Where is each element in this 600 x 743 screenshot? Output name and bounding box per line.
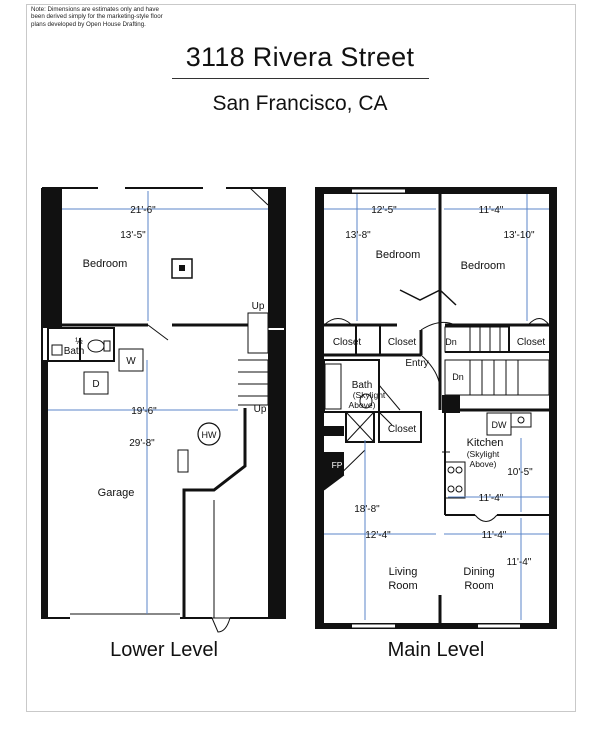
washer-label: W (126, 356, 136, 367)
room-label-bath: Bath (352, 380, 373, 391)
water-heater-label: HW (202, 430, 217, 440)
room-label-closet-left: Closet (333, 337, 362, 348)
room-label-entry: Entry (405, 358, 428, 369)
lower-level-plan (41, 186, 286, 633)
dim-dining-width: 11'-4" (482, 530, 507, 541)
room-label-half-bath: Bath (64, 346, 85, 357)
main-level-caption: Main Level (388, 639, 485, 661)
room-label-bedroom-right: Bedroom (461, 260, 506, 272)
main-level-labels: Bedroom Bedroom Closet Closet Closet Clo… (332, 205, 546, 592)
dim-bedroom-depth: 13'-5" (120, 230, 146, 241)
room-label-closet-hall: Closet (388, 424, 417, 435)
main-level-dimension-lines (324, 194, 549, 620)
dim-bedroom-width: 21'-6" (130, 205, 156, 216)
room-label-bath-skylight-1: (Skylight (353, 390, 386, 400)
page-title: 3118 Rivera Street (185, 42, 415, 72)
dim-bedroom-left-width: 12'-5" (371, 205, 397, 216)
dim-bedroom-left-depth: 13'-8" (345, 230, 371, 241)
stairs-dn-label-upper: Dn (445, 337, 457, 347)
fireplace-label: FP (332, 460, 343, 470)
dim-garage-depth: 29'-8" (129, 438, 155, 449)
room-label-closet-center: Closet (388, 337, 417, 348)
sheet-frame (26, 4, 576, 712)
dim-kitchen-depth: 10'-5" (507, 467, 533, 478)
lower-level-caption: Lower Level (110, 639, 218, 661)
dishwasher-label: DW (492, 420, 507, 430)
stairs-dn-label-lower: Dn (452, 372, 464, 382)
room-label-living-1: Living (389, 566, 418, 578)
dim-kitchen-width: 11'-4" (479, 493, 504, 504)
title-underline (172, 78, 429, 79)
room-label-kitchen-skylight-2: Above) (470, 459, 497, 469)
dim-bedroom-right-depth: 13'-10" (503, 230, 534, 241)
room-label-bath-skylight-2: Above) (349, 400, 376, 410)
stairs-up-label-mid: Up (254, 404, 267, 415)
room-label-garage: Garage (98, 487, 135, 499)
dim-bedroom-right-width: 11'-4" (479, 205, 504, 216)
dim-living-width: 12'-4" (365, 530, 391, 541)
page-subtitle: San Francisco, CA (212, 92, 388, 115)
dim-garage-width: 19'-6" (131, 406, 157, 417)
disclaimer-note: Note: Dimensions are estimates only and … (31, 6, 163, 28)
dryer-label: D (92, 379, 99, 390)
room-label-closet-right: Closet (517, 337, 546, 348)
dim-living-depth: 18'-8" (354, 504, 380, 515)
dim-dining-depth: 11'-4" (507, 557, 532, 568)
main-level-plan (315, 187, 557, 629)
room-label-dining-2: Room (464, 580, 493, 592)
room-label-kitchen: Kitchen (467, 437, 504, 449)
room-label-bedroom-left: Bedroom (376, 249, 421, 261)
room-label-kitchen-skylight-1: (Skylight (467, 449, 500, 459)
lower-level-labels: Bedroom ½ Bath W D Garage HW Up Up 21'-6… (64, 205, 267, 499)
room-label-living-2: Room (388, 580, 417, 592)
lower-level-dimension-lines (48, 191, 268, 614)
stairs-up-label-top: Up (252, 301, 265, 312)
room-label-bedroom: Bedroom (83, 258, 128, 270)
room-label-half-bath-fraction: ½ (75, 336, 83, 346)
room-label-dining-1: Dining (463, 566, 494, 578)
